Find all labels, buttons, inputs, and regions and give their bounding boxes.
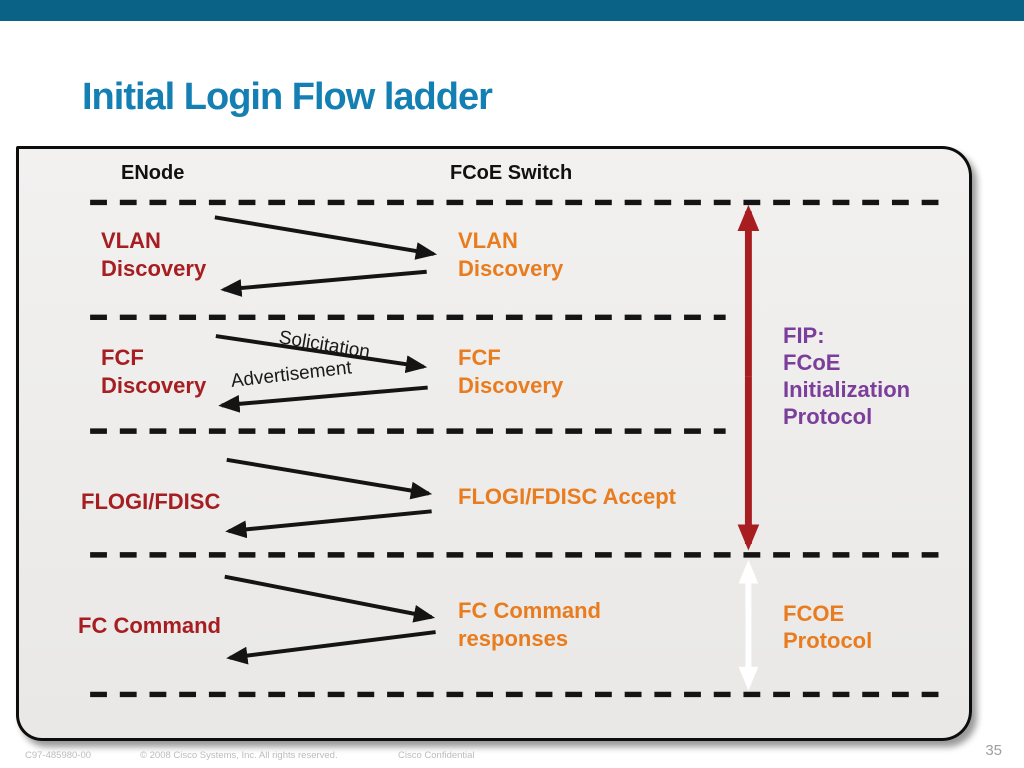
flogi-request-arrow [226,457,433,500]
vlan-discovery-switch-label: VLAN Discovery [458,228,564,281]
footer-doc-id: C97-485980-00 [25,750,92,761]
footer-copyright: © 2008 Cisco Systems, Inc. All rights re… [140,750,338,761]
flogi-fdisc-accept-label: FLOGI/FDISC Accept [458,484,676,509]
page-number: 35 [985,742,1002,759]
vlan-response-arrow [220,269,427,297]
ladder-diagram-panel: ENode FCoE Switch VLAN Discovery VLAN Di… [16,146,972,741]
fc-command-arrow [224,574,436,623]
vlan-discovery-enode-label: VLAN Discovery [101,228,207,281]
fc-command-enode-label: FC Command [78,613,221,638]
fc-command-responses-label: FC Command responses [458,598,601,651]
top-accent-bar [0,0,1024,21]
fip-protocol-label: FIP: FCoE Initialization Protocol [783,323,911,429]
fcf-discovery-enode-label: FCF Discovery [101,345,207,398]
footer-confidential: Cisco Confidential [398,750,475,761]
slide-footer: C97-485980-00 © 2008 Cisco Systems, Inc.… [0,748,1024,768]
fc-response-arrow [226,630,436,665]
column-header-enode: ENode [121,162,185,184]
vlan-request-arrow [214,215,438,260]
column-header-fcoe-switch: FCoE Switch [450,162,573,184]
fcf-advertisement-arrow [218,385,428,413]
ladder-diagram-graphics [90,199,942,698]
page-title: Initial Login Flow ladder [82,76,493,118]
flogi-fdisc-enode-label: FLOGI/FDISC [81,489,221,514]
fcoe-protocol-label: FCOE Protocol [783,601,873,653]
fcf-discovery-switch-label: FCF Discovery [458,345,564,398]
fcf-solicitation-arrow [215,334,428,373]
flogi-accept-arrow [225,509,432,539]
